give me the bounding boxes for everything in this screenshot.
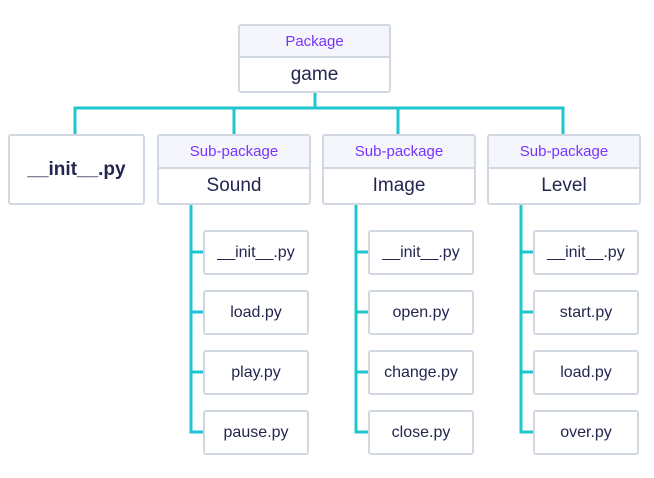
- file-box: close.py: [368, 410, 474, 455]
- subpackage-card-image: Sub-package Image: [322, 134, 476, 205]
- file-box: __init__.py: [203, 230, 309, 275]
- subpackage-card-sound: Sub-package Sound: [157, 134, 311, 205]
- subpackage-name: Sound: [206, 175, 262, 196]
- subpackage-name: Image: [372, 175, 426, 196]
- file-box: __init__.py: [368, 230, 474, 275]
- subpackage-tag: Sub-package: [159, 136, 309, 169]
- init-module-box: __init__.py: [8, 134, 145, 205]
- file-box: open.py: [368, 290, 474, 335]
- subpackage-card-level: Sub-package Level: [487, 134, 641, 205]
- file-box: __init__.py: [533, 230, 639, 275]
- file-box: load.py: [533, 350, 639, 395]
- file-box: start.py: [533, 290, 639, 335]
- package-name: game: [290, 63, 339, 85]
- file-box: play.py: [203, 350, 309, 395]
- file-box: change.py: [368, 350, 474, 395]
- file-box: load.py: [203, 290, 309, 335]
- file-box: pause.py: [203, 410, 309, 455]
- package-card-game: Package game: [238, 24, 391, 93]
- subpackage-tag: Sub-package: [324, 136, 474, 169]
- file-box: over.py: [533, 410, 639, 455]
- package-tag: Package: [240, 26, 389, 58]
- subpackage-tag: Sub-package: [489, 136, 639, 169]
- subpackage-name: Level: [541, 175, 587, 196]
